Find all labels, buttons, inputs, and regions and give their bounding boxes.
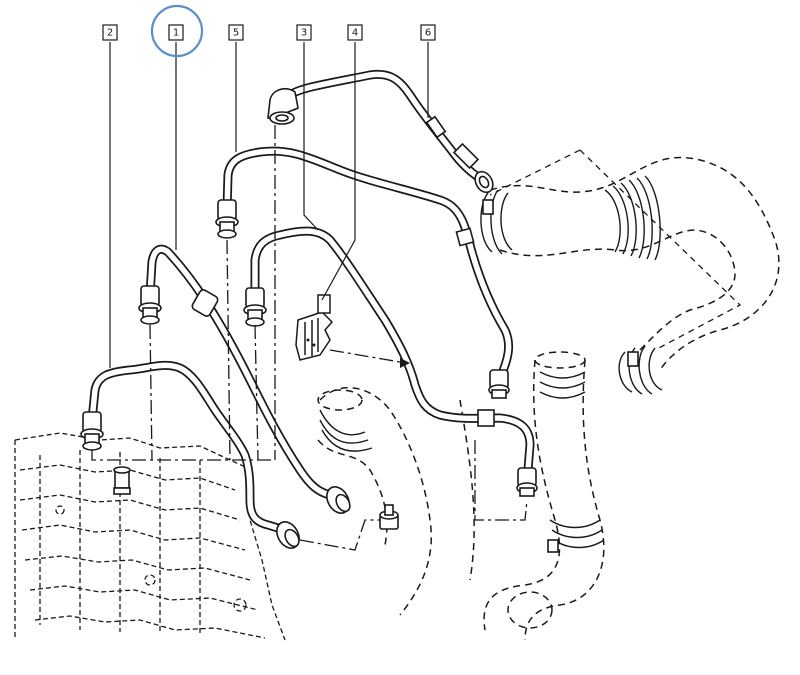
callout-6: 6 bbox=[420, 24, 436, 41]
callout-5: 5 bbox=[228, 24, 244, 41]
callout-3: 3 bbox=[296, 24, 312, 41]
pipe-6 bbox=[267, 69, 494, 194]
callout-1-highlight-ring bbox=[150, 4, 204, 58]
engine-block-outline bbox=[14, 432, 286, 641]
middle-intake-duct bbox=[317, 386, 475, 616]
callout-1: 1 bbox=[150, 4, 204, 58]
callout-6-label: 6 bbox=[425, 28, 431, 39]
callout-1-label: 1 bbox=[173, 28, 179, 39]
lower-intake-hose bbox=[483, 351, 605, 641]
callout-leaders bbox=[109, 42, 429, 368]
callout-4-label: 4 bbox=[352, 28, 358, 39]
pipe-5 bbox=[215, 146, 514, 399]
pipe-3 bbox=[243, 226, 538, 497]
turbo-intake-hose bbox=[480, 156, 780, 395]
callout-3-label: 3 bbox=[301, 28, 307, 39]
pipe-2 bbox=[80, 360, 300, 549]
callout-4: 4 bbox=[347, 24, 363, 41]
callout-2-label: 2 bbox=[107, 28, 113, 39]
callout-2: 2 bbox=[102, 24, 118, 41]
assembly-lines bbox=[91, 125, 742, 551]
bolt-connector bbox=[379, 504, 399, 530]
clip-4 bbox=[295, 294, 334, 361]
pipe-1 bbox=[138, 244, 351, 514]
callout-5-label: 5 bbox=[233, 28, 239, 39]
